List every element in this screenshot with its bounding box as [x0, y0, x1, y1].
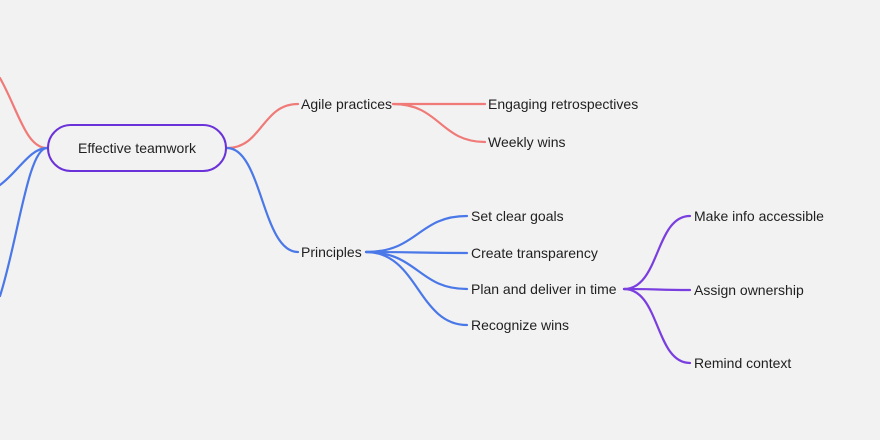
offscreen-link-red	[0, 76, 49, 150]
node-create-transparency[interactable]: Create transparency	[471, 245, 598, 261]
offscreen-link-blue-lower	[0, 146, 49, 298]
node-principles[interactable]: Principles	[301, 244, 362, 260]
node-recognize-wins[interactable]: Recognize wins	[471, 317, 570, 333]
node-engaging-retrospectives[interactable]: Engaging retrospectives	[488, 96, 639, 112]
link-root-agile-practices	[225, 102, 300, 150]
node-agile-practices[interactable]: Agile practices	[301, 96, 393, 112]
link-principles-transparency	[364, 250, 469, 255]
link-root-principles	[225, 146, 300, 254]
node-assign-ownership[interactable]: Assign ownership	[694, 282, 804, 298]
node-remind-context[interactable]: Remind context	[694, 355, 792, 371]
node-plan-and-deliver[interactable]: Plan and deliver in time	[471, 281, 617, 297]
link-agile-weekly	[391, 102, 487, 144]
link-principles-recognize	[364, 250, 469, 327]
root-node-label: Effective teamwork	[77, 140, 196, 156]
link-principles-goals	[364, 214, 469, 254]
link-plan-accessible	[622, 214, 692, 291]
root-node[interactable]: Effective teamwork	[47, 124, 227, 172]
link-plan-ownership	[622, 287, 692, 292]
link-principles-plan	[364, 250, 469, 291]
node-make-info-accessible[interactable]: Make info accessible	[694, 208, 824, 224]
node-weekly-wins[interactable]: Weekly wins	[488, 134, 566, 150]
node-set-clear-goals[interactable]: Set clear goals	[471, 208, 564, 224]
link-plan-context	[622, 287, 692, 365]
